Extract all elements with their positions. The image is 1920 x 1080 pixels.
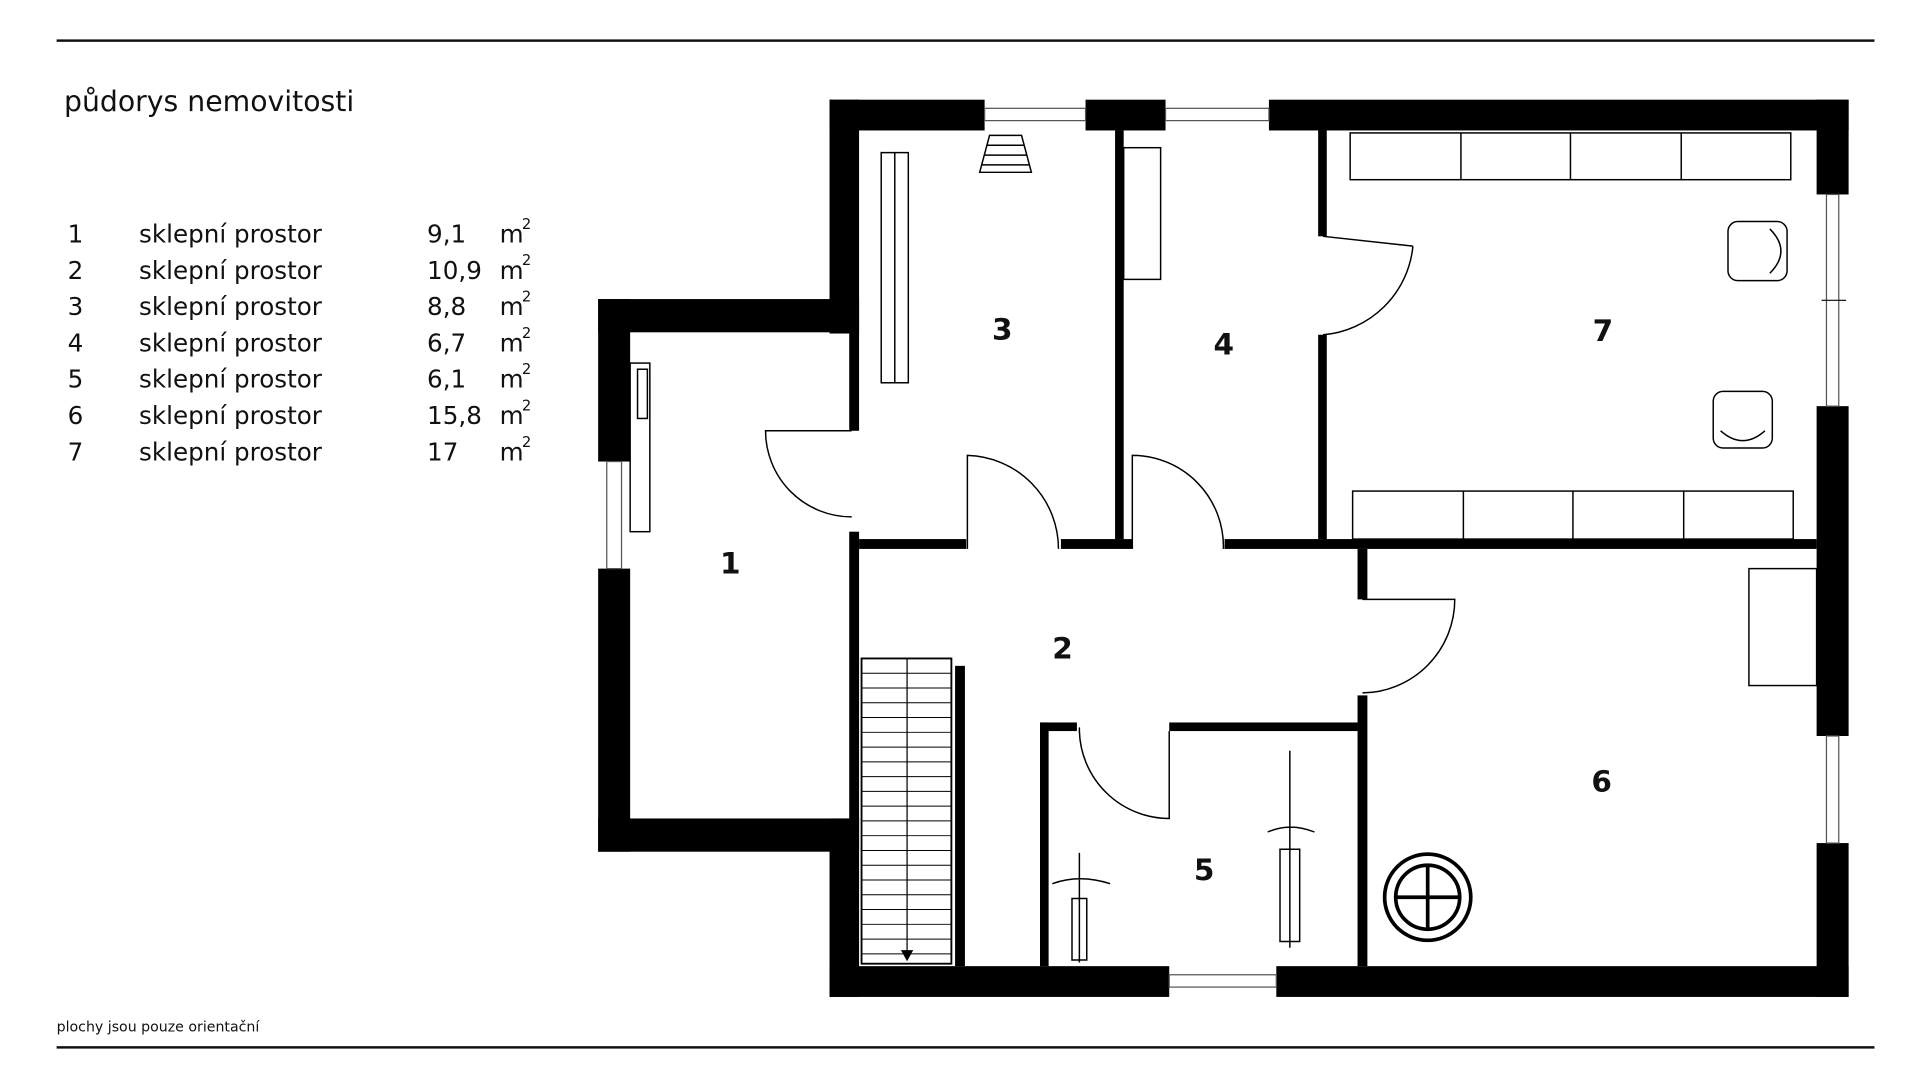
room-label-1: 1 <box>720 547 741 581</box>
legend-unit: m <box>500 365 524 394</box>
legend-room-area: 10,9 <box>427 256 482 285</box>
legend-row: 3 sklepní prostor 8,8 m2 <box>68 289 532 322</box>
legend-row: 4 sklepní prostor 6,7 m2 <box>68 325 532 358</box>
legend-room-number: 4 <box>68 328 84 357</box>
page-title: půdorys nemovitosti <box>64 85 354 118</box>
legend-room-name: sklepní prostor <box>139 437 323 466</box>
legend-row: 6 sklepní prostor 15,8 m2 <box>68 397 532 430</box>
legend-room-area: 6,7 <box>427 328 466 357</box>
legend-room-area: 6,1 <box>427 365 466 394</box>
legend-room-number: 5 <box>68 365 84 394</box>
legend-unit-exponent: 2 <box>522 361 531 378</box>
legend-room-name: sklepní prostor <box>139 219 323 248</box>
legend-room-number: 1 <box>68 219 84 248</box>
legend-room-area: 15,8 <box>427 401 482 430</box>
legend-unit-exponent: 2 <box>522 216 531 233</box>
legend-room-number: 6 <box>68 401 84 430</box>
legend-row: 1 sklepní prostor 9,1 m2 <box>68 216 532 249</box>
legend-room-name: sklepní prostor <box>139 365 323 394</box>
room-label-6: 6 <box>1591 764 1612 798</box>
room-label-5: 5 <box>1194 853 1215 887</box>
room-label-3: 3 <box>992 313 1013 347</box>
legend-unit: m <box>500 292 524 321</box>
legend-room-name: sklepní prostor <box>139 401 323 430</box>
legend-unit: m <box>500 401 524 430</box>
legend-room-number: 7 <box>68 437 84 466</box>
furniture <box>629 132 1818 963</box>
interior-walls <box>849 130 1817 967</box>
exterior-walls <box>598 99 1849 997</box>
legend-row: 5 sklepní prostor 6,1 m2 <box>68 361 532 394</box>
legend-room-area: 9,1 <box>427 219 466 248</box>
doors <box>764 235 1456 820</box>
legend-room-name: sklepní prostor <box>139 256 323 285</box>
legend-row: 7 sklepní prostor 17 m2 <box>68 434 532 467</box>
legend-unit: m <box>500 256 524 285</box>
legend-unit-exponent: 2 <box>522 289 531 306</box>
room-label-2: 2 <box>1052 631 1073 665</box>
bottom-rule <box>56 1046 1875 1049</box>
legend-room-name: sklepní prostor <box>139 292 323 321</box>
legend-unit-exponent: 2 <box>522 434 531 451</box>
legend-unit: m <box>500 219 524 248</box>
legend-room-name: sklepní prostor <box>139 328 323 357</box>
room-label-7: 7 <box>1593 314 1614 348</box>
room-labels: 1 2 3 4 5 6 7 <box>720 313 1613 887</box>
legend-room-number: 2 <box>68 256 84 285</box>
legend-unit: m <box>500 328 524 357</box>
legend-unit: m <box>500 437 524 466</box>
legend-room-area: 17 <box>427 437 458 466</box>
legend-unit-exponent: 2 <box>522 325 531 342</box>
room-label-4: 4 <box>1214 327 1235 361</box>
legend-unit-exponent: 2 <box>522 252 531 269</box>
floor-plan: 1 2 3 4 5 6 7 <box>598 99 1849 997</box>
footnote: plochy jsou pouze orientační <box>57 1019 261 1035</box>
legend-unit-exponent: 2 <box>522 397 531 414</box>
legend-room-area: 8,8 <box>427 292 466 321</box>
windows <box>606 107 1847 988</box>
staircase <box>860 657 953 965</box>
legend-room-number: 3 <box>68 292 84 321</box>
top-rule <box>56 39 1875 42</box>
